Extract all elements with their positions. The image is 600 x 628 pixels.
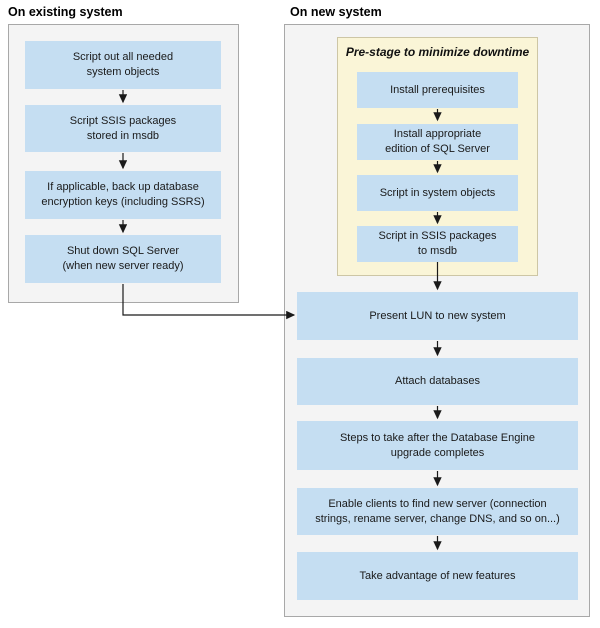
step-present-lun: Present LUN to new system xyxy=(297,292,578,340)
step-script-ssis-packages: Script SSIS packages stored in msdb xyxy=(25,105,221,152)
step-shut-down-sql-server: Shut down SQL Server (when new server re… xyxy=(25,235,221,283)
existing-system-header: On existing system xyxy=(8,5,123,19)
step-post-upgrade-steps: Steps to take after the Database Engine … xyxy=(297,421,578,470)
step-script-in-system-objects: Script in system objects xyxy=(357,175,518,211)
step-backup-encryption-keys: If applicable, back up database encrypti… xyxy=(25,171,221,219)
new-system-header: On new system xyxy=(290,5,382,19)
step-enable-clients: Enable clients to find new server (conne… xyxy=(297,488,578,535)
step-take-advantage-new-features: Take advantage of new features xyxy=(297,552,578,600)
prestage-title: Pre-stage to minimize downtime xyxy=(345,45,530,59)
step-attach-databases: Attach databases xyxy=(297,358,578,405)
step-install-prerequisites: Install prerequisites xyxy=(357,72,518,108)
step-script-in-ssis-packages: Script in SSIS packages to msdb xyxy=(357,226,518,262)
step-script-out-system-objects: Script out all needed system objects xyxy=(25,41,221,89)
step-install-sql-server-edition: Install appropriate edition of SQL Serve… xyxy=(357,124,518,160)
